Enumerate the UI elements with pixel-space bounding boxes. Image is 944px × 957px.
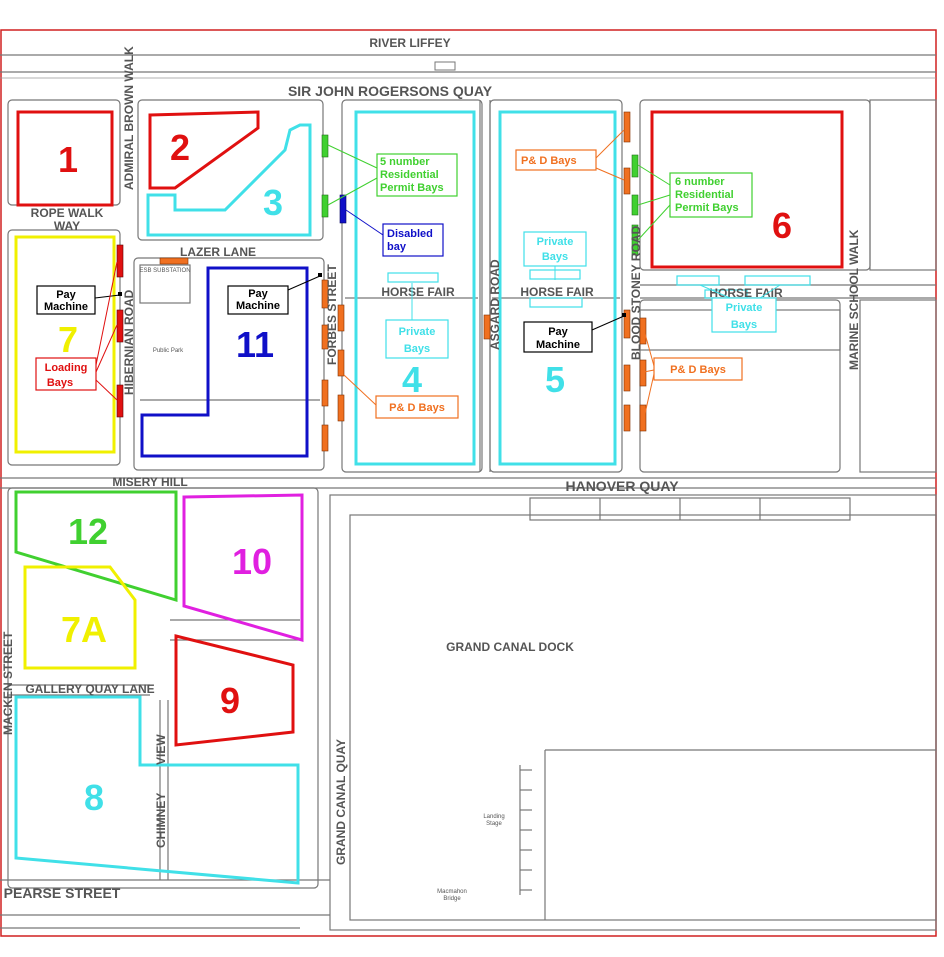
forbes-street-label: FORBES STREET	[325, 264, 339, 365]
river-liffey-label: RIVER LIFFEY	[369, 36, 450, 50]
lazer-lane-label: LAZER LANE	[180, 245, 256, 259]
pay11-line2: Machine	[236, 300, 280, 312]
pd-top-label: P& D Bays	[521, 155, 577, 167]
site-11-boundary	[140, 266, 309, 458]
private5-line1: Private	[537, 236, 574, 248]
site-2-number: 2	[170, 127, 190, 168]
pay11-line1: Pay	[248, 288, 268, 300]
landing-stage-label-2: Stage	[486, 821, 502, 827]
site-3-boundary	[146, 123, 312, 237]
orange-pd-bays	[159, 111, 647, 452]
substation-label: ESB SUBSTATION	[139, 268, 190, 274]
site-1-number: 1	[58, 139, 78, 180]
map-frame	[0, 29, 937, 937]
loading-line1: Loading	[45, 362, 88, 374]
private4-line2: Bays	[404, 343, 430, 355]
site-12-boundary	[14, 490, 178, 603]
site-4-number: 4	[402, 359, 422, 400]
grand-canal-dock-label: GRAND CANAL DOCK	[446, 640, 574, 654]
pay7-line2: Machine	[44, 301, 88, 313]
site-7-number: 7	[58, 319, 78, 360]
private4-line1: Private	[399, 326, 436, 338]
horse-fair-label-1: HORSE FAIR	[381, 285, 455, 299]
site-6-number: 6	[772, 205, 792, 246]
rope-walk-label: ROPE WALK	[31, 206, 104, 220]
asgard-road-label: ASGARD ROAD	[488, 259, 502, 350]
blood-stoney-road-label: BLOOD STONEY ROAD	[629, 225, 643, 360]
site-9-number: 9	[220, 680, 240, 721]
chimney-label: CHIMNEY	[154, 793, 168, 848]
res5-line1: 5 number	[380, 156, 430, 168]
disabled-bay	[339, 194, 347, 224]
site-8-boundary	[14, 695, 300, 885]
site-6-boundary	[650, 110, 844, 269]
grand-canal-quay-label: GRAND CANAL QUAY	[334, 739, 348, 865]
road-network	[0, 99, 937, 931]
gallery-quay-lane-label: GALLERY QUAY LANE	[25, 682, 154, 696]
macken-street-label: MACKEN STREET	[1, 631, 15, 735]
disabled-line1: Disabled	[387, 228, 433, 240]
marine-school-walk-label: MARINE SCHOOL WALK	[847, 229, 861, 370]
private6-line2: Bays	[731, 319, 757, 331]
private6-line1: Private	[726, 302, 763, 314]
site-8-number: 8	[84, 777, 104, 818]
pay5-line2: Machine	[536, 339, 580, 351]
public-park-label: Public Park	[153, 348, 184, 354]
pay5-line1: Pay	[548, 326, 568, 338]
site-11-number: 11	[236, 324, 274, 365]
site-7-boundary	[14, 235, 116, 454]
hanover-quay-label: HANOVER QUAY	[565, 478, 679, 494]
res6-line2: Residential	[675, 189, 734, 201]
bridge-label-1: Macmahon	[437, 889, 467, 895]
res6-line3: Permit Bays	[675, 202, 739, 214]
admiral-brown-walk-label: ADMIRAL BROWN WALK	[122, 46, 136, 190]
private5-line2: Bays	[542, 251, 568, 263]
landing-stage-label-1: Landing	[483, 814, 504, 820]
site-10-number: 10	[232, 541, 272, 582]
bridge-label-2: Bridge	[443, 896, 461, 902]
pearse-street-label: PEARSE STREET	[4, 885, 121, 901]
pay7-line1: Pay	[56, 289, 76, 301]
site-5-number: 5	[545, 359, 565, 400]
hibernian-road-label: HIBERNIAN ROAD	[122, 289, 136, 395]
res6-line1: 6 number	[675, 176, 725, 188]
green-residential-bays	[321, 134, 639, 256]
sir-john-rogersons-quay-label: SIR JOHN ROGERSONS QUAY	[288, 83, 493, 99]
pd-4-label: P& D Bays	[389, 402, 445, 414]
site-7a-boundary	[23, 565, 137, 670]
site-10-boundary	[182, 493, 304, 642]
site-2-boundary	[148, 110, 260, 190]
horse-fair-label-2: HORSE FAIR	[520, 285, 594, 299]
misery-hill-label: MISERY HILL	[112, 475, 187, 489]
cyan-private-bays	[387, 269, 811, 308]
res5-line3: Permit Bays	[380, 182, 444, 194]
site-7a-number: 7A	[61, 609, 107, 650]
view-label: VIEW	[154, 734, 168, 765]
loading-line2: Bays	[47, 377, 73, 389]
site-4-boundary	[354, 110, 476, 466]
site-1-boundary	[16, 110, 114, 207]
site-3-number: 3	[263, 182, 283, 223]
rope-walk-way-label: WAY	[54, 219, 80, 233]
disabled-line2: bay	[387, 241, 407, 253]
pd-5-label: P& D Bays	[670, 364, 726, 376]
res5-line2: Residential	[380, 169, 439, 181]
site-9-boundary	[174, 634, 295, 747]
site-12-number: 12	[68, 511, 108, 552]
red-loading-bays	[116, 244, 124, 418]
site-5-boundary	[498, 110, 617, 466]
